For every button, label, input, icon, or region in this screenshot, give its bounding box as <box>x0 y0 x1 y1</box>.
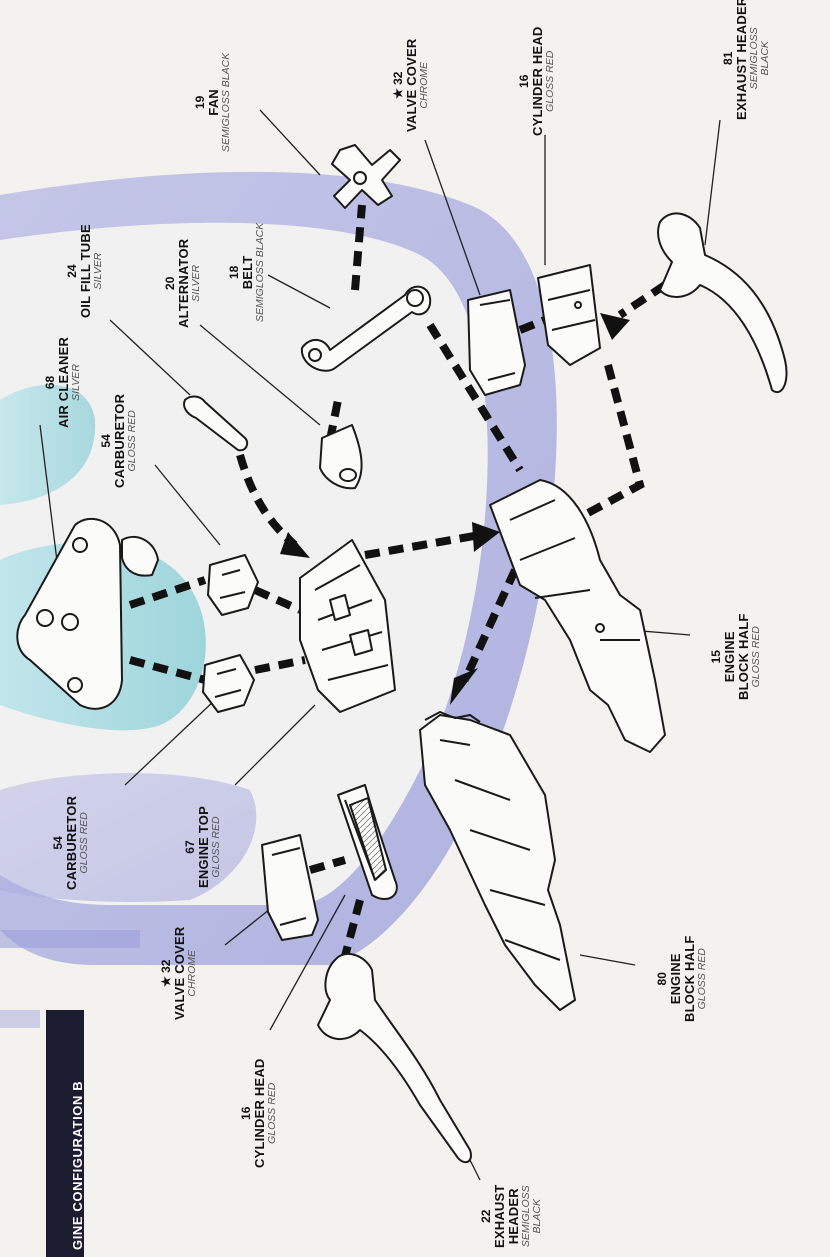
arrowhead-enginetop <box>280 532 310 558</box>
leader-lines <box>39 109 721 1181</box>
config-banner-title: GINE CONFIGURATION B <box>70 1080 85 1250</box>
arrow-carb2-enginetop <box>254 656 306 674</box>
valve-cover-part-bottom <box>261 834 319 941</box>
arrowhead-head <box>600 313 630 340</box>
label-valve-cover-bottom: ★ 32 VALVE COVER CHROME <box>159 926 198 1020</box>
label-alternator: 20 ALTERNATOR SILVER <box>163 238 202 328</box>
exhaust-header-part-81 <box>657 212 788 393</box>
arrow-aircleaner-carb1 <box>128 576 207 609</box>
arrow-head-header-b <box>336 898 364 977</box>
belt-part <box>300 285 432 372</box>
label-cylinder-head-bottom: 16 CYLINDER HEAD GLOSS RED <box>239 1058 278 1169</box>
label-exhaust-header-81: 81 EXHAUST HEADER SEMIGLOSS BLACK <box>721 0 772 120</box>
engine-block-half-part-80 <box>419 711 576 1011</box>
arrow-heads <box>280 313 630 705</box>
label-cylinder-head-top: 16 CYLINDER HEAD GLOSS RED <box>517 26 556 137</box>
valve-cover-part-top <box>467 289 526 396</box>
label-carburetor-bottom: 54 CARBURETOR GLOSS RED <box>51 795 90 890</box>
arrowhead-block <box>472 522 500 552</box>
label-engine-top: 67 ENGINE TOP GLOSS RED <box>183 806 222 888</box>
arrow-valvecover-head-b <box>308 856 347 874</box>
arrow-block-half <box>461 568 519 682</box>
label-fan: 19 FAN SEMIGLOSS BLACK <box>193 52 232 152</box>
cylinder-head-part-top <box>537 264 601 366</box>
air-cleaner-part <box>16 517 159 710</box>
oil-fill-tube-part <box>183 395 249 452</box>
arrow-aircleaner-carb2 <box>128 656 207 684</box>
label-valve-cover-top: ★ 32 VALVE COVER CHROME <box>391 38 430 132</box>
carburetor-part-1 <box>207 554 259 616</box>
label-belt: 18 BELT SEMIGLOSS BLACK <box>227 222 266 322</box>
assembly-arrows <box>128 204 668 977</box>
engine-block-half-part-15 <box>489 479 666 753</box>
label-engine-block-half-15: 15 ENGINE BLOCK HALF GLOSS RED <box>709 613 763 701</box>
alternator-part <box>319 424 363 490</box>
arrow-valvecover-head <box>518 316 547 334</box>
cylinder-head-part-bottom <box>337 784 398 900</box>
arrow-fan-block <box>426 322 524 473</box>
arrowhead-blockhalf <box>450 668 478 705</box>
arrow-oilfill-enginetop <box>236 453 298 549</box>
label-engine-block-half-80: 80 ENGINE BLOCK HALF GLOSS RED <box>655 935 709 1023</box>
label-oil-fill-tube: 24 OIL FILL TUBE SILVER <box>65 224 104 318</box>
arrow-belt-fan <box>351 204 366 291</box>
arrow-carb1-enginetop <box>253 586 302 614</box>
config-banner <box>46 1010 84 1257</box>
arrow-head-block <box>573 363 645 524</box>
engine-top-part <box>299 539 396 713</box>
fan-part <box>331 144 401 209</box>
label-exhaust-header-22: 22 EXHAUST HEADER SEMIGLOSS BLACK <box>479 1184 544 1248</box>
exhaust-header-part-22 <box>317 952 472 1164</box>
label-air-cleaner: 68 AIR CLEANER SILVER <box>43 336 82 428</box>
arrow-enginetop-block <box>364 531 481 559</box>
arrow-header-head <box>617 281 668 319</box>
label-carburetor-top: 54 CARBURETOR GLOSS RED <box>99 393 138 488</box>
carburetor-part-2 <box>202 654 255 713</box>
